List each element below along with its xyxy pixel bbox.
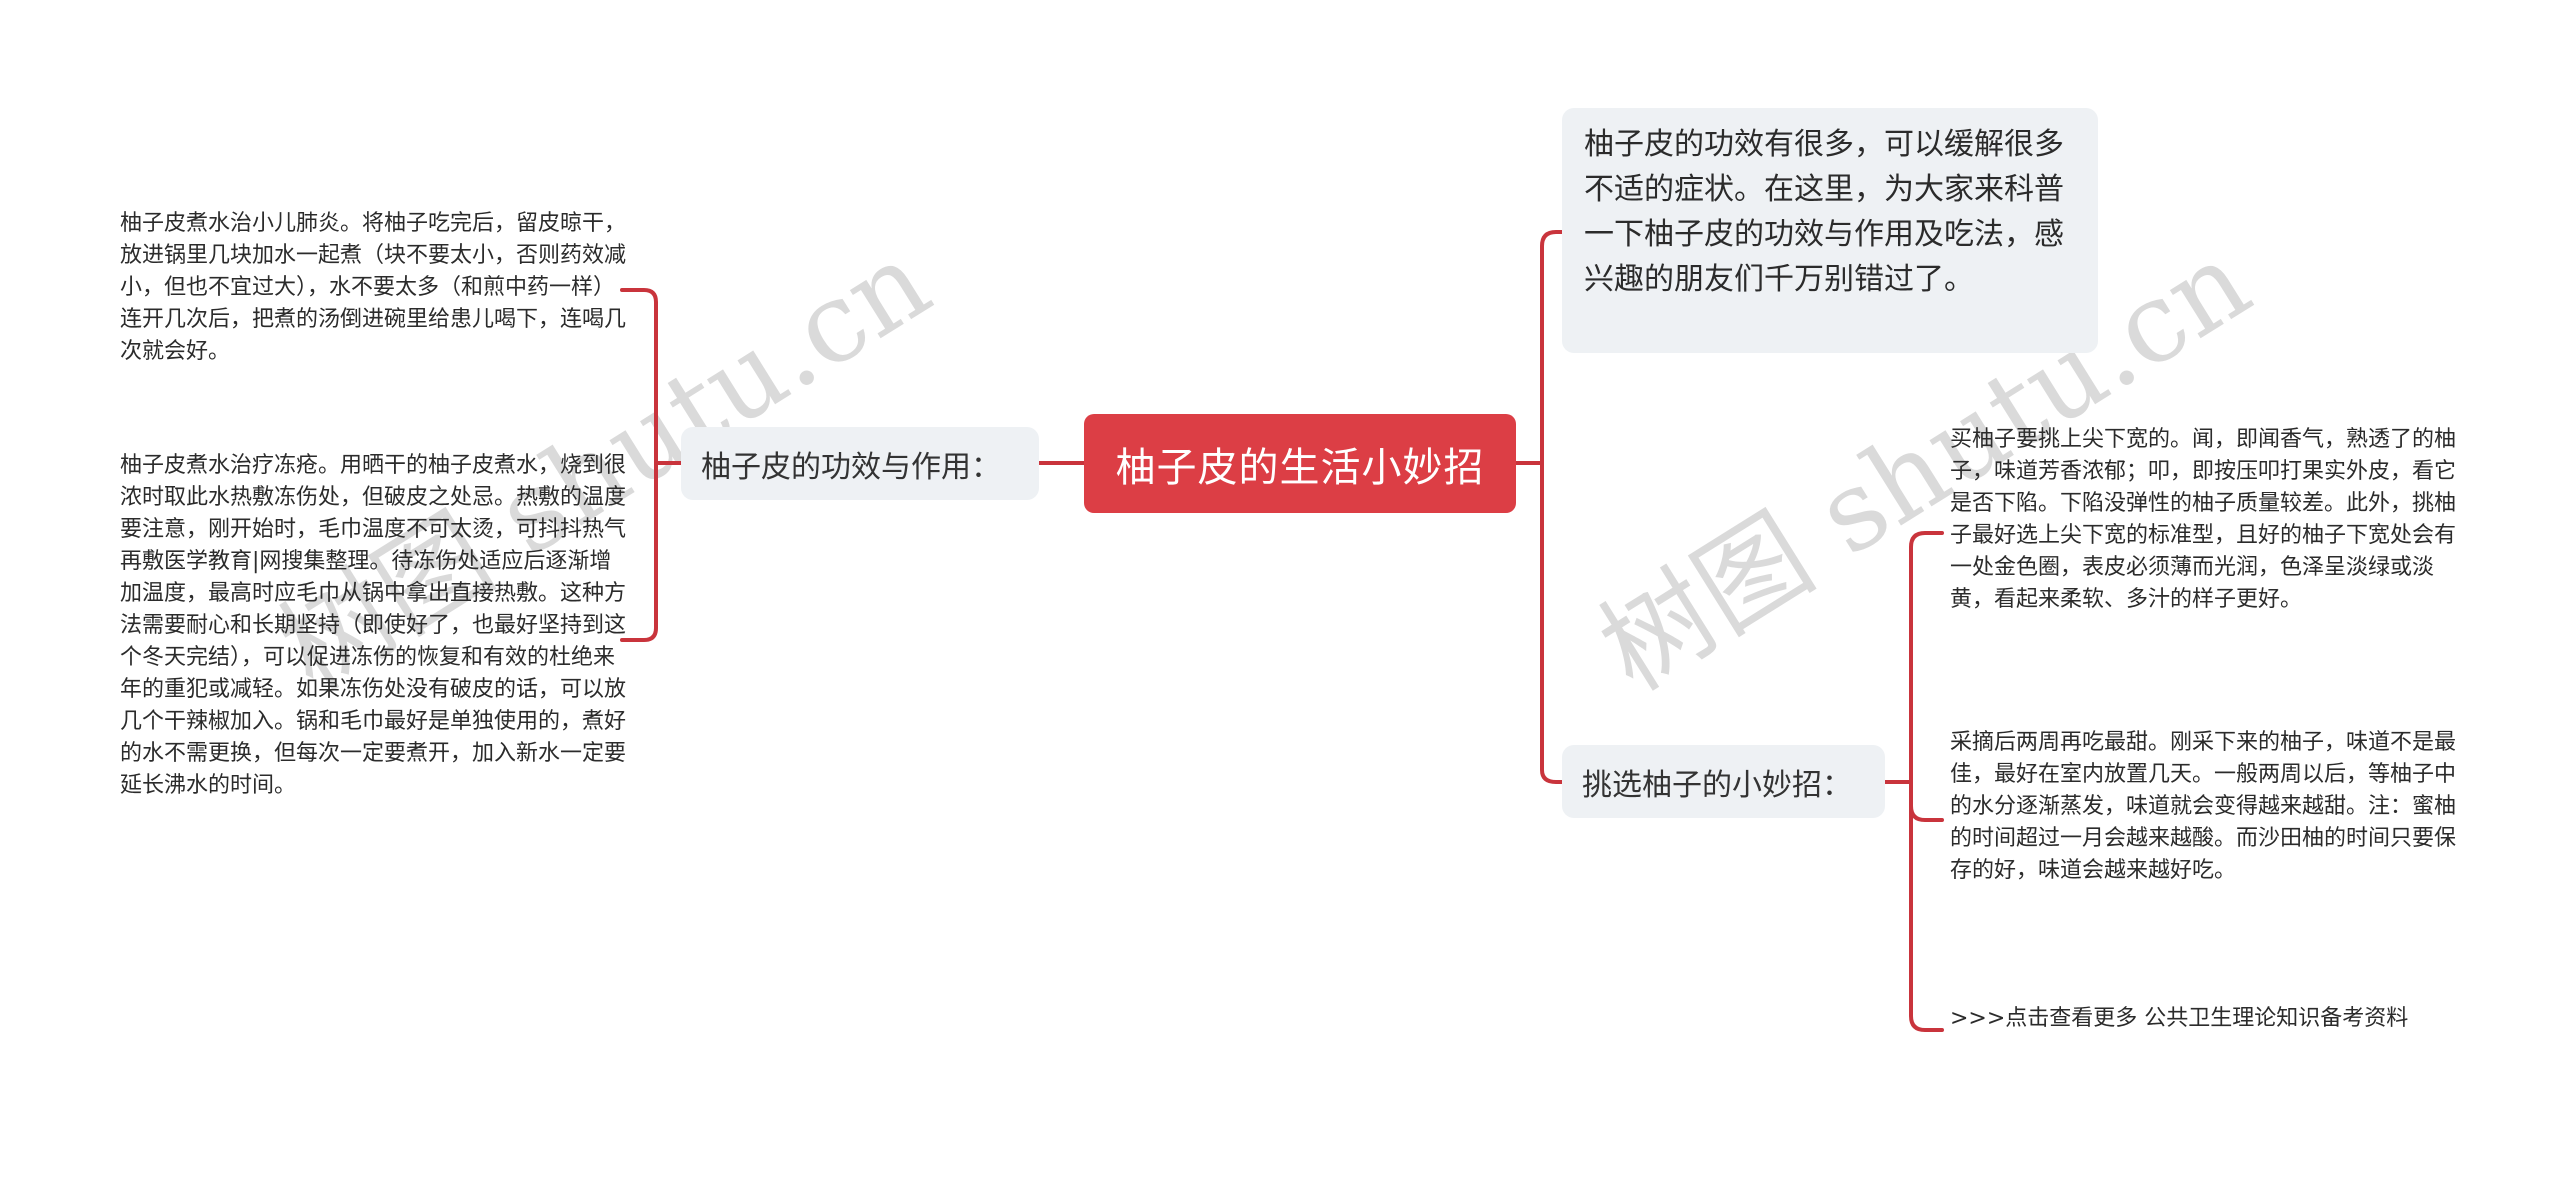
leaf-text-frostbite: 柚子皮煮水治疗冻疮。用晒干的柚子皮煮水，烧到很浓时取此水热敷冻伤处，但破皮之处忌… — [120, 453, 627, 798]
root-node-label: 柚子皮的生活小妙招 — [1115, 444, 1485, 491]
leaf-text-pneumonia: 柚子皮煮水治小儿肺炎。将柚子吃完后，留皮晾干，放进锅里几块加水一起煮（块不要太小… — [120, 211, 627, 364]
right-bracket — [1909, 531, 1944, 1032]
leaf-text-selection: 买柚子要挑上尖下宽的。闻，即闻香气，熟透了的柚子，味道芳香浓郁；叩，即按压叩打果… — [1950, 427, 2457, 612]
branch-node-label: 挑选柚子的小妙招： — [1582, 767, 1852, 803]
intro-node[interactable]: 柚子皮的功效有很多，可以缓解很多不适的症状。在这里，为大家来科普一下柚子皮的功效… — [1562, 108, 2098, 353]
leaf-text-ripening: 采摘后两周再吃最甜。刚采下来的柚子，味道不是最佳，最好在室内放置几天。一般两周以… — [1950, 730, 2457, 883]
intro-node-text: 柚子皮的功效有很多，可以缓解很多不适的症状。在这里，为大家来科普一下柚子皮的功效… — [1584, 127, 2064, 297]
branch-node-effects[interactable]: 柚子皮的功效与作用： — [681, 427, 1039, 500]
branch-node-label: 柚子皮的功效与作用： — [701, 449, 1001, 485]
left-bracket — [620, 288, 658, 642]
right-bracket-middle — [1909, 804, 1944, 822]
more-link[interactable]: >>>点击查看更多 公共卫生理论知识备考资料 — [1950, 1006, 2409, 1031]
root-node[interactable]: 柚子皮的生活小妙招 — [1084, 414, 1516, 513]
right-spine — [1540, 230, 1564, 784]
branch-node-choosing[interactable]: 挑选柚子的小妙招： — [1562, 745, 1885, 818]
